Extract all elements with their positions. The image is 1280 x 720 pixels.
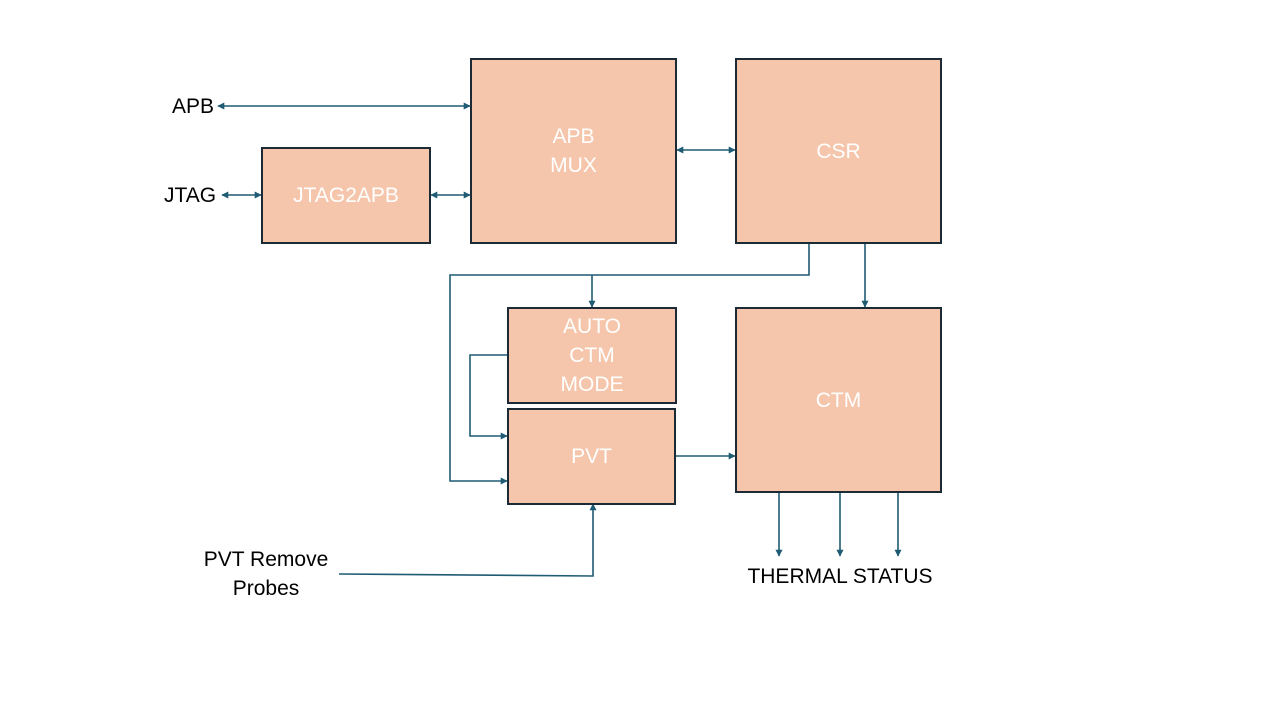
ctm-label: CTM [815,388,862,412]
auto-ctm-mode-block: AUTO CTM MODE [507,307,677,404]
auto-ctm-mode-label: AUTO CTM MODE [560,315,624,396]
pvt-label: PVT [571,445,612,468]
apb-external-label: APB [171,95,215,118]
pvt-remove-probes-label: PVT Remove Probes [203,548,329,600]
thermal-status-label: THERMAL STATUS [747,565,933,588]
ctm-block: CTM [735,307,942,493]
csr-bus-connector [449,243,810,485]
jtag2apb-label: JTAG2APB [293,184,399,207]
csr-label: CSR [816,139,861,163]
apb-mux-label: APB MUX [550,125,597,177]
remove-probes-to-pvt-connector [338,503,597,577]
csr-block: CSR [735,58,942,244]
jtag-external-label: JTAG [163,184,217,207]
jtag2apb-block: JTAG2APB [261,147,431,244]
auto-ctm-to-pvt-connector [469,354,508,440]
pvt-block: PVT [507,408,676,505]
apb-mux-block: APB MUX [470,58,677,244]
